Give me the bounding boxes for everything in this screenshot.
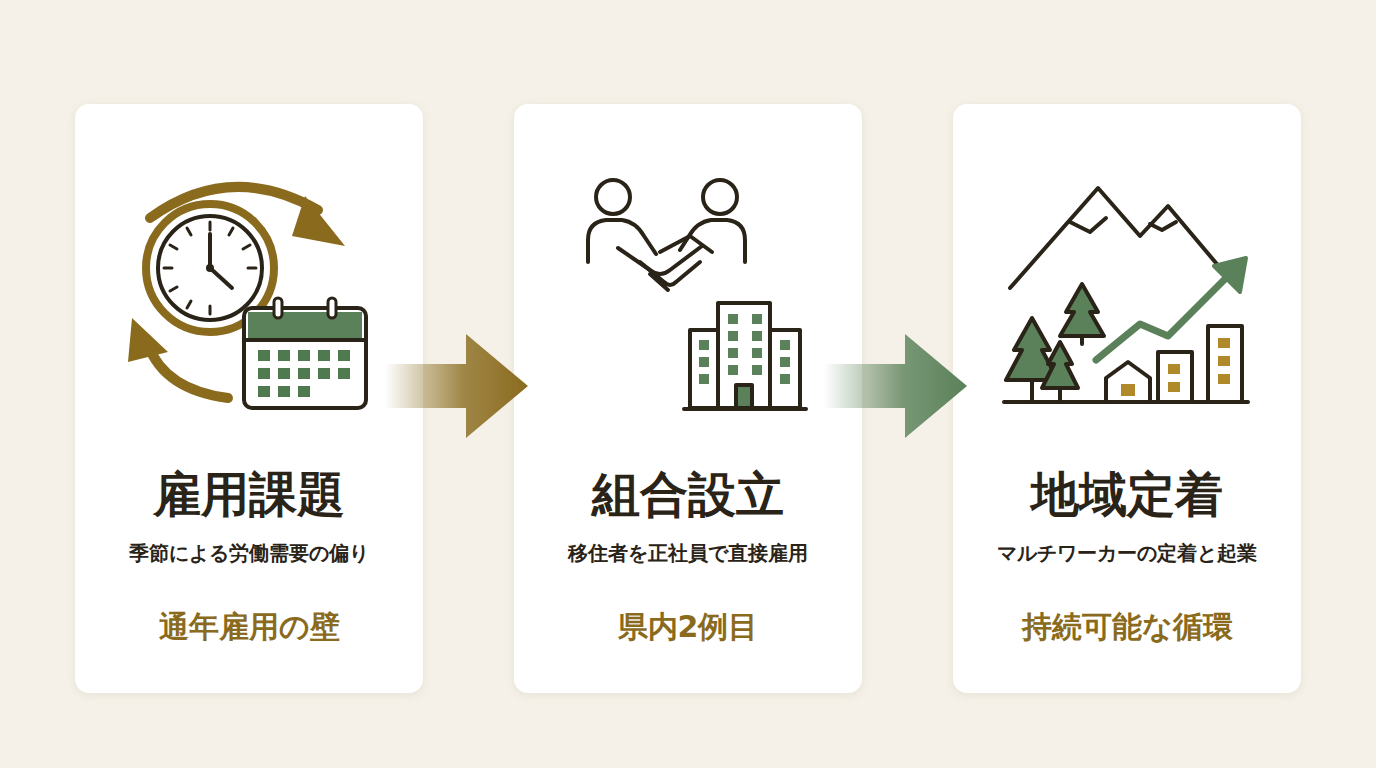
clock-calendar-icon xyxy=(128,187,366,408)
stage-heading: 地域定着 xyxy=(1031,466,1223,524)
handshake-building-icon xyxy=(588,180,806,409)
stage-heading: 組合設立 xyxy=(592,466,784,524)
flow-arrow xyxy=(385,334,528,438)
stage-description: マルチワーカーの定着と起業 xyxy=(997,540,1257,566)
stage-description: 移住者を正社員で直接雇用 xyxy=(568,540,808,566)
stage-heading: 雇用課題 xyxy=(153,466,345,524)
region-growth-icon xyxy=(1004,188,1248,402)
stage-card: 地域定着マルチワーカーの定着と起業持続可能な循環 xyxy=(953,104,1301,693)
stage-keyword: 持続可能な循環 xyxy=(1022,607,1233,646)
flow-arrow xyxy=(824,334,967,438)
stage-description: 季節による労働需要の偏り xyxy=(129,540,369,566)
stage-keyword: 県内2例目 xyxy=(618,607,759,646)
stage-keyword: 通年雇用の壁 xyxy=(159,607,340,646)
